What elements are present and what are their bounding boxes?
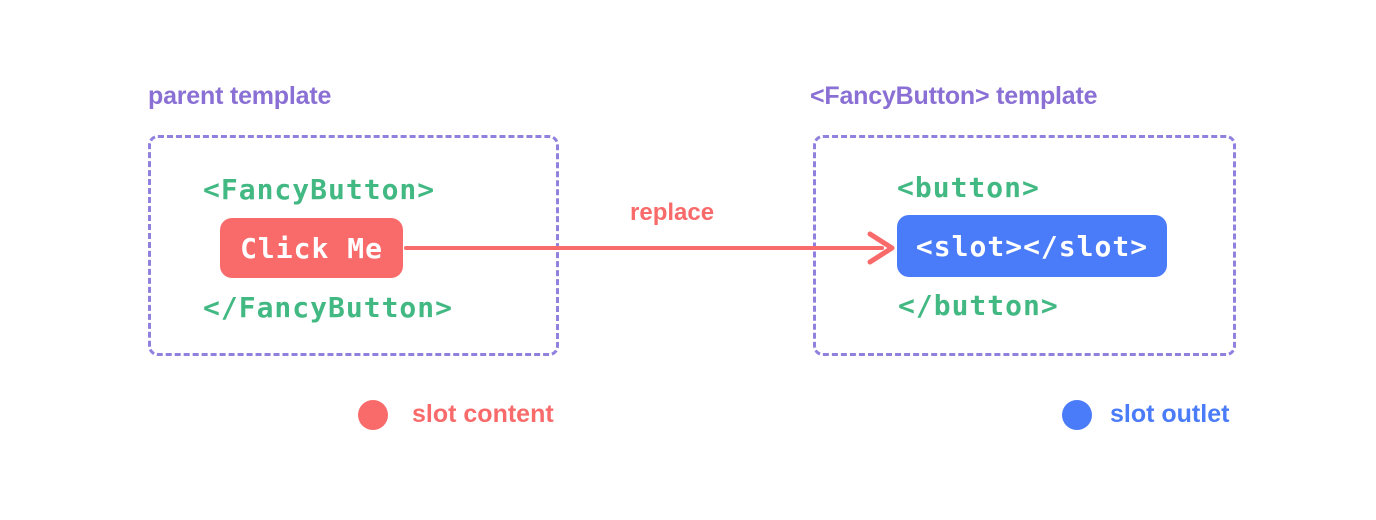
parent-template-heading: parent template: [148, 82, 332, 110]
button-close-tag: </button>: [898, 289, 1059, 322]
button-open-tag: <button>: [897, 171, 1040, 204]
fancybutton-template-box: <button> <slot></slot> </button>: [813, 135, 1236, 356]
fancybutton-close-tag: </FancyButton>: [203, 291, 454, 324]
replace-arrow-icon: [404, 231, 895, 265]
slot-outlet-dot-icon: [1062, 400, 1092, 430]
slot-outlet-box: <slot></slot>: [897, 215, 1167, 277]
fancybutton-open-tag: <FancyButton>: [203, 173, 436, 206]
parent-template-box: <FancyButton> Click Me </FancyButton>: [148, 135, 559, 356]
slot-content-dot-icon: [358, 400, 388, 430]
slot-content-legend-label: slot content: [412, 400, 554, 428]
fancybutton-template-heading: <FancyButton> template: [810, 82, 1098, 110]
click-me-button: Click Me: [220, 218, 403, 278]
replace-label: replace: [630, 199, 715, 226]
slot-outlet-legend-label: slot outlet: [1110, 400, 1230, 428]
